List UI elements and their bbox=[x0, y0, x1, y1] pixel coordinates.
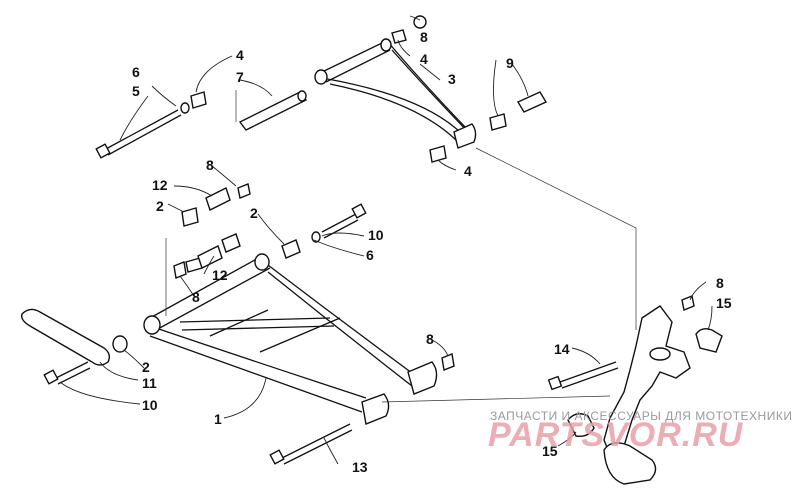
callout-8: 8 bbox=[426, 331, 434, 347]
callout-10: 10 bbox=[368, 227, 384, 243]
upper-a-arm bbox=[314, 38, 477, 149]
watermark: ЗАПЧАСТИ И АКСЕССУАРЫ ДЛЯ МОТОТЕХНИКИ PA… bbox=[488, 409, 792, 454]
callout-15: 15 bbox=[542, 443, 558, 459]
callout-15: 15 bbox=[716, 295, 732, 311]
callout-8: 8 bbox=[420, 29, 428, 45]
callout-9: 9 bbox=[506, 55, 514, 71]
callout-3: 3 bbox=[448, 71, 456, 87]
callout-11: 11 bbox=[142, 375, 157, 391]
lower-hardware bbox=[20, 183, 455, 465]
callout-8: 8 bbox=[192, 289, 200, 305]
callout-6: 6 bbox=[132, 64, 140, 80]
callout-8: 8 bbox=[206, 157, 214, 173]
callout-8: 8 bbox=[716, 275, 724, 291]
callout-14: 14 bbox=[554, 341, 570, 357]
callout-1: 1 bbox=[214, 411, 222, 427]
callout-4: 4 bbox=[464, 163, 472, 179]
watermark-tagline: ЗАПЧАСТИ И АКСЕССУАРЫ ДЛЯ МОТОТЕХНИКИ bbox=[490, 409, 792, 423]
callout-2: 2 bbox=[142, 359, 150, 375]
steering-knuckle bbox=[547, 295, 723, 485]
callout-2: 2 bbox=[250, 205, 258, 221]
callout-7: 7 bbox=[236, 69, 244, 85]
callout-6: 6 bbox=[366, 247, 374, 263]
callout-labels: 1 2 2 2 3 4 4 4 5 6 6 7 8 8 8 8 8 9 10 1… bbox=[132, 29, 732, 475]
upper-hardware bbox=[95, 15, 548, 163]
callout-12: 12 bbox=[152, 177, 168, 193]
callout-10: 10 bbox=[142, 397, 158, 413]
lower-a-arm bbox=[143, 253, 438, 425]
watermark-brand: PARTSVOR.RU bbox=[488, 416, 744, 454]
callout-13: 13 bbox=[352, 459, 368, 475]
assembly-lines bbox=[165, 90, 637, 403]
callout-4: 4 bbox=[236, 47, 244, 63]
leader-lines bbox=[59, 15, 713, 465]
callout-5: 5 bbox=[132, 83, 140, 99]
callout-2: 2 bbox=[156, 198, 164, 214]
callout-12: 12 bbox=[212, 267, 228, 283]
callout-4: 4 bbox=[420, 51, 428, 67]
